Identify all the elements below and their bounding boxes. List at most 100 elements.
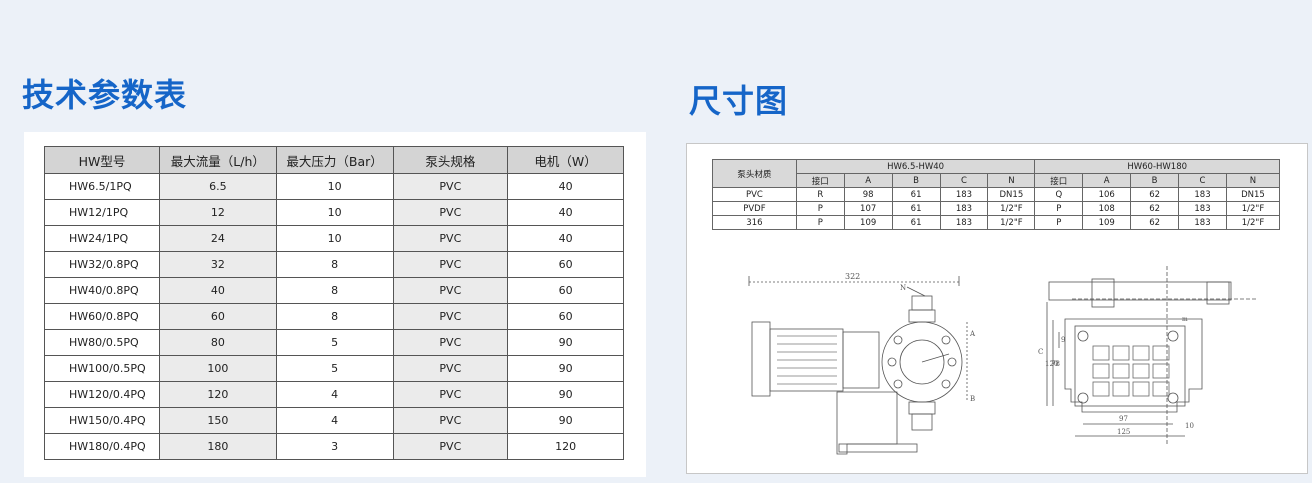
cell-max-flow: 12	[158, 199, 277, 226]
cell-motor: 60	[507, 303, 624, 330]
cell-model: HW6.5/1PQ	[44, 173, 160, 200]
dim-78-label: 78	[1051, 360, 1060, 368]
dim-c-label: C	[1038, 348, 1043, 356]
cell-model: HW150/0.4PQ	[44, 407, 160, 434]
cell-max-flow: 24	[158, 225, 277, 252]
dim-9-label: 9	[1061, 336, 1065, 344]
cell-pump-head: PVC	[392, 329, 509, 356]
cell-motor: 90	[507, 381, 624, 408]
dim-125-label: 125	[1117, 428, 1130, 436]
dim-n-label: N	[900, 284, 906, 292]
cell-model: HW40/0.8PQ	[44, 277, 160, 304]
cell-pump-head: PVC	[392, 277, 509, 304]
cell-pump-head: PVC	[392, 225, 509, 252]
cell-max-flow: 120	[158, 381, 277, 408]
cell-dimension: P	[795, 215, 845, 230]
cell-max-pressure: 8	[275, 303, 394, 330]
dim-120-label: 120	[1045, 360, 1058, 368]
cell-model: HW32/0.8PQ	[44, 251, 160, 278]
cell-motor: 60	[507, 277, 624, 304]
cell-max-flow: 40	[158, 277, 277, 304]
cell-max-flow: 150	[158, 407, 277, 434]
cell-pump-head: PVC	[392, 199, 509, 226]
cell-max-pressure: 5	[275, 329, 394, 356]
header-max-pressure: 最大压力（Bar）	[275, 146, 394, 174]
cell-max-pressure: 4	[275, 407, 394, 434]
header-model: HW型号	[44, 146, 160, 174]
cell-dimension: 109	[843, 215, 893, 230]
cell-model: HW12/1PQ	[44, 199, 160, 226]
cell-pump-head: PVC	[392, 433, 509, 460]
cell-motor: 40	[507, 199, 624, 226]
cell-pump-head: PVC	[392, 173, 509, 200]
cell-model: HW60/0.8PQ	[44, 303, 160, 330]
header-material: 泵头材质	[712, 159, 797, 188]
cell-max-pressure: 10	[275, 199, 394, 226]
subheader-small-1: A	[843, 173, 893, 188]
dim-97-label: 97	[1119, 415, 1128, 423]
subheader-large-4: N	[1225, 173, 1281, 188]
cell-max-pressure: 10	[275, 225, 394, 252]
spec-table: HW型号 最大流量（L/h） 最大压力（Bar） 泵头规格 电机（W） HW6.…	[44, 146, 624, 460]
cell-model: HW120/0.4PQ	[44, 381, 160, 408]
dim-10-label: 10	[1185, 422, 1194, 430]
cell-motor: 90	[507, 329, 624, 356]
header-max-flow: 最大流量（L/h）	[158, 146, 277, 174]
cell-model: HW180/0.4PQ	[44, 433, 160, 460]
dimension-drawing-title: 尺寸图	[689, 82, 789, 120]
cell-pump-head: PVC	[392, 407, 509, 434]
cell-motor: 40	[507, 173, 624, 200]
spec-table-panel: HW型号 最大流量（L/h） 最大压力（Bar） 泵头规格 电机（W） HW6.…	[24, 132, 646, 477]
cell-pump-head: PVC	[392, 381, 509, 408]
cell-dimension: 109	[1082, 215, 1132, 230]
subheader-large-2: B	[1130, 173, 1180, 188]
cell-max-pressure: 4	[275, 381, 394, 408]
cell-max-flow: 60	[158, 303, 277, 330]
cell-material: 316	[712, 215, 797, 230]
spec-table-title: 技术参数表	[22, 76, 188, 114]
cell-max-pressure: 5	[275, 355, 394, 382]
dim-b-label: B	[970, 395, 975, 403]
cell-max-flow: 6.5	[158, 173, 277, 200]
header-motor: 电机（W）	[507, 146, 624, 174]
cell-pump-head: PVC	[392, 355, 509, 382]
cell-dimension: 1/2"F	[987, 215, 1036, 230]
cell-model: HW100/0.5PQ	[44, 355, 160, 382]
subheader-small-3: C	[939, 173, 989, 188]
dim-322-label: 322	[845, 272, 860, 281]
cell-motor: 40	[507, 225, 624, 252]
cell-dimension: 1/2"F	[1225, 215, 1281, 230]
dim-a-label: A	[969, 330, 976, 338]
cell-max-pressure: 3	[275, 433, 394, 460]
subheader-large-1: A	[1082, 173, 1132, 188]
cell-model: HW24/1PQ	[44, 225, 160, 252]
cell-motor: 90	[507, 407, 624, 434]
header-group-large: HW60-HW180	[1034, 159, 1280, 174]
cell-pump-head: PVC	[392, 251, 509, 278]
cell-max-flow: 180	[158, 433, 277, 460]
pump-side-view: 322 N	[748, 272, 976, 455]
cell-max-flow: 100	[158, 355, 277, 382]
pump-dimension-drawing: 322 N	[748, 266, 1257, 455]
cell-max-pressure: 10	[275, 173, 394, 200]
dim-m-label: m	[1182, 316, 1188, 323]
cell-max-flow: 80	[158, 329, 277, 356]
cell-max-pressure: 8	[275, 251, 394, 278]
cell-motor: 90	[507, 355, 624, 382]
cell-pump-head: PVC	[392, 303, 509, 330]
subheader-small-4: N	[987, 173, 1036, 188]
cell-motor: 60	[507, 251, 624, 278]
